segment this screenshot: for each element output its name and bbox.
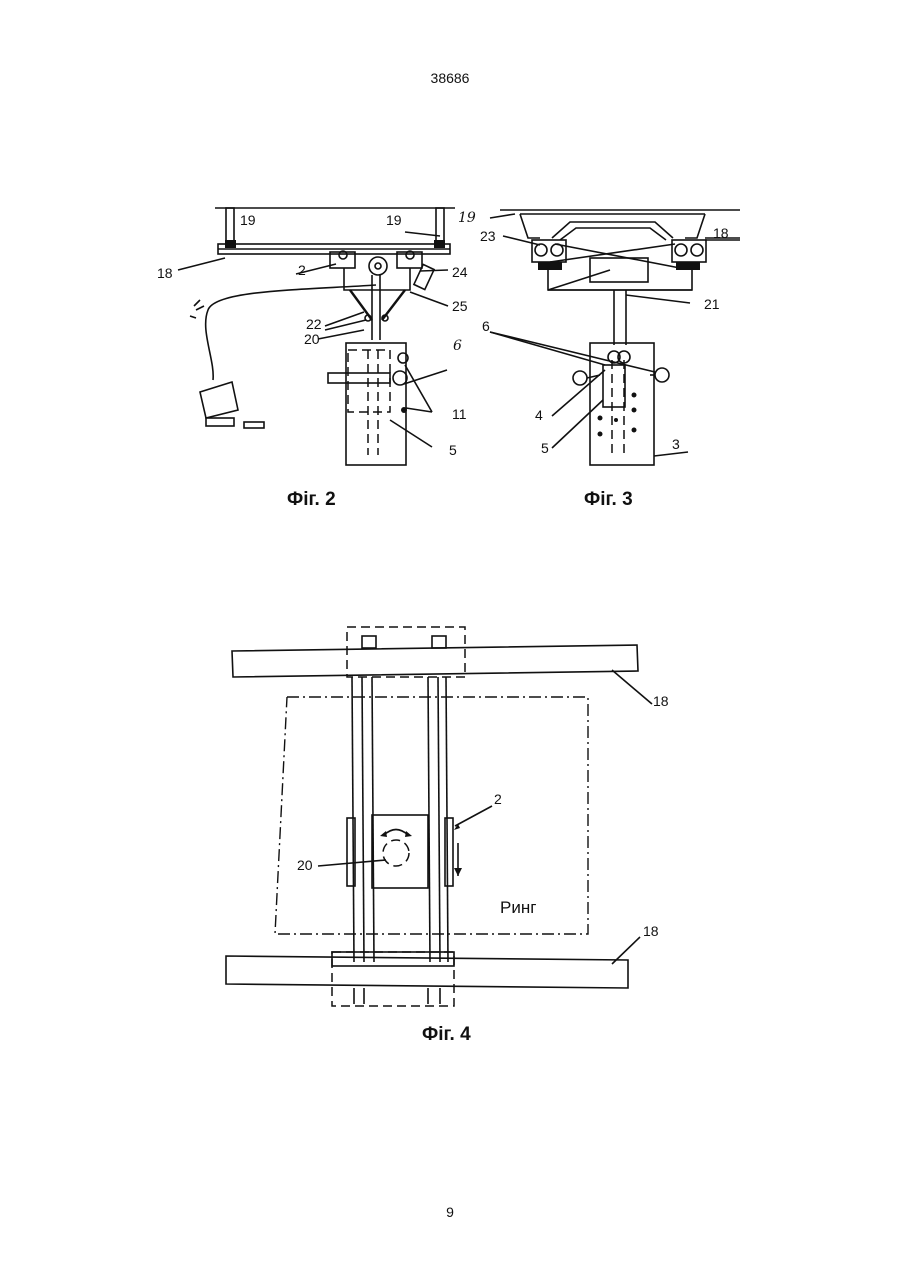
fig4-label-ring: Ринг <box>500 898 536 918</box>
fig4-caption: Фіг. 4 <box>422 1024 471 1046</box>
fig4-label-20: 20 <box>297 857 313 873</box>
fig4-label-18-bottom: 18 <box>643 923 659 939</box>
fig4-label-18-top: 18 <box>653 693 669 709</box>
page-number: 9 <box>0 1204 900 1220</box>
fig4-label-2: 2 <box>494 791 502 807</box>
